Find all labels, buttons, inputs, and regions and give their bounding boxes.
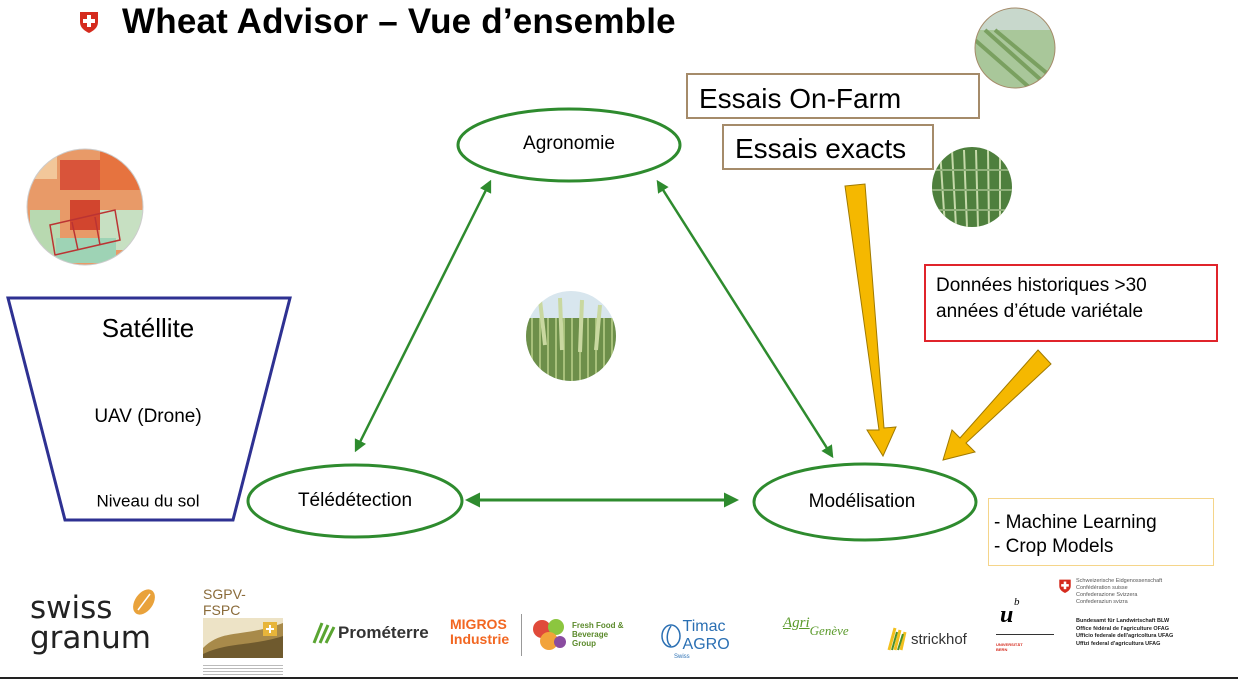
confederation-l4: Confederaziun svizra xyxy=(1076,599,1128,605)
migros-line1: MIGROS xyxy=(450,616,507,632)
exact-trial-photo xyxy=(932,147,1012,227)
confederation-l1: Schweizerische Eidgenossenschaft xyxy=(1076,578,1163,584)
node-teledetection: Télédétection xyxy=(246,463,464,539)
onfarm-trials-label: Essais On-Farm xyxy=(699,83,902,114)
confederation-shield-icon xyxy=(1059,579,1071,593)
methods-crop: - Crop Models xyxy=(994,536,1114,557)
swissgranum-line2: granum xyxy=(30,620,151,656)
methods-ml: - Machine Learning xyxy=(994,512,1157,533)
freshfood-line1: Fresh Food & xyxy=(572,620,624,630)
prometerre-name: Prométerre xyxy=(338,623,429,642)
swissgranum-line1: swiss xyxy=(30,590,113,626)
funnel-satellite-label: Satéllite xyxy=(102,313,195,343)
onfarm-trial-photo xyxy=(974,7,1056,89)
unibe-rule xyxy=(996,634,1054,635)
satellite-map-photo xyxy=(26,148,144,266)
unibe-line2: BERN xyxy=(996,647,1008,652)
historic-line-1: Données historiques >30 xyxy=(936,275,1147,296)
funnel-uav-label: UAV (Drone) xyxy=(94,406,201,427)
page-title: Wheat Advisor – Vue d’ensemble xyxy=(122,2,676,41)
swiss-flag-shield-icon xyxy=(80,12,98,33)
unibe-logo: u b UNIVERSITÄT BERN xyxy=(996,596,1056,660)
timac-sub: Swiss xyxy=(674,654,690,660)
node-agronomie: Agronomie xyxy=(456,107,682,183)
timac-name: Timac AGRO xyxy=(682,618,730,653)
sgpv-logo: SGPV-FSPC xyxy=(203,586,283,677)
historic-line-2: années d’étude variétale xyxy=(936,301,1144,322)
strickhof-logo: strickhof xyxy=(885,624,985,654)
confederation-l2: Confédération suisse xyxy=(1076,585,1128,591)
prometerre-logo: Prométerre xyxy=(312,618,432,648)
arrow-historic-to-modelisation xyxy=(942,349,1052,461)
confederation-l3: Confederazione Svizzera xyxy=(1076,592,1138,598)
agrigeneve-part1: Agri xyxy=(783,615,810,631)
arrow-trials-to-modelisation xyxy=(844,183,897,458)
freshfood-line3: Group xyxy=(572,638,596,648)
sgpv-name: SGPV-FSPC xyxy=(203,586,246,618)
onfarm-trials-box: Essais On-Farm xyxy=(686,73,980,119)
migros-logo: MIGROS Industrie xyxy=(450,617,520,653)
unibe-line1: UNIVERSITÄT xyxy=(996,642,1023,647)
wheat-field-photo xyxy=(526,291,616,381)
node-modelisation-label: Modélisation xyxy=(809,491,916,512)
blw-l1: Bundesamt für Landwirtschaft BLW xyxy=(1076,618,1170,624)
node-teledetection-label: Télédétection xyxy=(298,490,412,511)
node-modelisation: Modélisation xyxy=(752,462,978,542)
grain-icon xyxy=(133,589,155,615)
historic-data-box: Données historiques >30 années d’étude v… xyxy=(924,264,1218,342)
sgpv-subtext xyxy=(203,663,283,677)
unibe-sup: b xyxy=(1014,596,1020,608)
strickhof-wheat-icon xyxy=(887,627,907,651)
unibe-mark: u xyxy=(1000,602,1014,628)
arrow-agronomie-teledetection xyxy=(354,179,492,453)
blw-logo: Bundesamt für Landwirtschaft BLW Office … xyxy=(1076,618,1226,654)
swissgranum-logo: swiss granum xyxy=(30,589,160,664)
arrow-agronomie-modelisation xyxy=(656,179,834,459)
exact-trials-label: Essais exacts xyxy=(735,133,907,164)
confederation-logo: Schweizerische Eidgenossenschaft Confédé… xyxy=(1058,578,1228,612)
title-row: Wheat Advisor – Vue d’ensemble xyxy=(78,2,676,42)
agrigeneve-logo: AgriGenève xyxy=(783,614,863,648)
exact-trials-box: Essais exacts xyxy=(722,124,934,170)
blw-l2: Office fédéral de l'agriculture OFAG xyxy=(1076,625,1169,632)
sensor-funnel: Satéllite UAV (Drone) Niveau du sol xyxy=(6,296,292,522)
strickhof-name: strickhof xyxy=(911,630,967,648)
agrigeneve-part2: Genève xyxy=(809,623,849,638)
freshfood-fruit-icon xyxy=(533,619,566,650)
blw-l4: Uffizi federal d'agricultura UFAG xyxy=(1076,640,1161,647)
prometerre-leaf-icon xyxy=(312,622,336,644)
node-agronomie-label: Agronomie xyxy=(523,133,615,154)
timac-drop-icon xyxy=(661,624,681,648)
blw-l3: Ufficio federale dell'agricoltura UFAG xyxy=(1076,633,1174,639)
methods-box: - Machine Learning - Crop Models xyxy=(988,498,1214,566)
sgpv-field-graphic xyxy=(203,618,283,658)
migros-line2: Industrie xyxy=(450,631,510,647)
freshfood-line2: Beverage xyxy=(572,629,609,639)
migros-divider xyxy=(521,614,522,656)
timac-logo: Timac AGRO Swiss xyxy=(660,618,770,660)
funnel-ground-label: Niveau du sol xyxy=(96,491,199,510)
freshfood-logo: Fresh Food & Beverage Group xyxy=(530,612,630,656)
